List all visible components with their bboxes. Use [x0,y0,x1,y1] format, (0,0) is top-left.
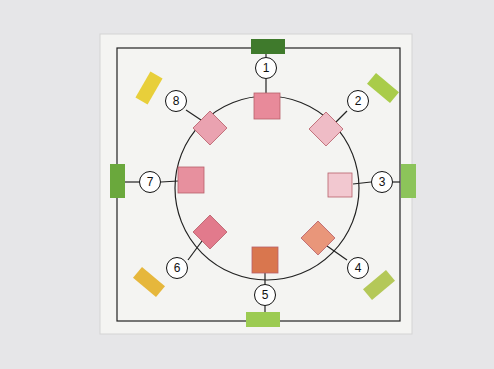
paper-sheet [100,34,412,334]
number-circle: 5 [254,284,276,306]
number-circle: 6 [166,257,188,279]
callout-number: 2 [355,95,362,107]
callout-number: 5 [262,289,269,301]
indicator-strips [110,39,416,327]
number-circle: 8 [165,90,187,112]
test-squares [178,93,352,273]
number-circle: 4 [347,257,369,279]
leader-lines [117,48,400,321]
number-circle: 7 [139,171,161,193]
border-square [117,48,400,321]
callout-number: 3 [379,176,386,188]
callout-number: 6 [174,262,181,274]
number-circle: 1 [255,57,277,79]
ring-circle [175,96,359,280]
number-circle: 3 [371,171,393,193]
callout-number: 7 [147,176,154,188]
callout-number: 1 [263,62,270,74]
number-circle: 2 [347,90,369,112]
callout-number: 4 [355,262,362,274]
callout-number: 8 [173,95,180,107]
